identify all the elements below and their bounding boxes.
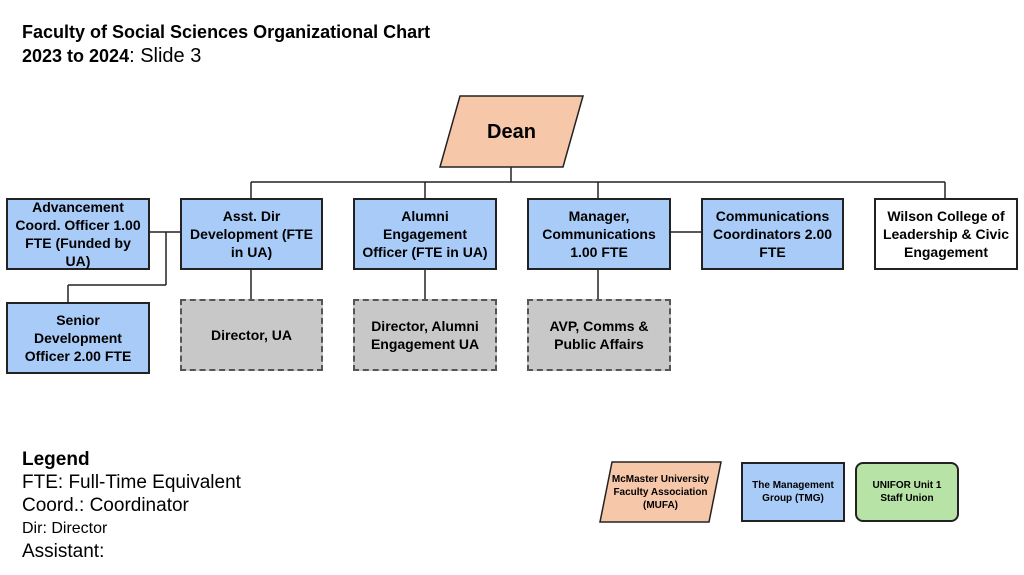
alumni-engagement-officer-label: Alumni Engagement Officer (FTE in UA)	[362, 208, 488, 260]
title-main: Faculty of Social Sciences Organizationa…	[22, 22, 431, 66]
legend: Legend FTE: Full-Time Equivalent Coord.:…	[22, 448, 342, 563]
senior-development-officer-box: Senior Development Officer 2.00 FTE	[6, 302, 150, 374]
director-alumni-engagement-box: Director, Alumni Engagement UA	[353, 299, 497, 371]
avp-comms-box: AVP, Comms & Public Affairs	[527, 299, 671, 371]
director-ua-label: Director, UA	[211, 327, 292, 343]
manager-communications-box: Manager, Communications 1.00 FTE	[527, 198, 671, 270]
dean-label: Dean	[487, 120, 536, 143]
asst-dir-development-label: Asst. Dir Development (FTE in UA)	[190, 208, 313, 260]
wilson-college-label: Wilson College of Leadership & Civic Eng…	[882, 208, 1010, 260]
director-alumni-engagement-label: Director, Alumni Engagement UA	[370, 318, 480, 352]
communications-coordinators-box: Communications Coordinators 2.00 FTE	[701, 198, 844, 270]
legend-line-dir: Dir: Director	[22, 520, 108, 537]
legend-line-assistant: Assistant:	[22, 541, 105, 562]
communications-coordinators-label: Communications Coordinators 2.00 FTE	[712, 208, 833, 260]
mufa-key-shape	[599, 461, 722, 523]
senior-development-officer-label: Senior Development Officer 2.00 FTE	[24, 312, 132, 364]
legend-line-fte: FTE: Full-Time Equivalent	[22, 472, 241, 493]
legend-key-tmg-label: The Management Group (TMG)	[752, 480, 834, 504]
legend-key-unifor-label: UNIFOR Unit 1 Staff Union	[872, 480, 942, 504]
page-title: Faculty of Social Sciences Organizationa…	[22, 20, 442, 68]
dean-shape	[439, 95, 584, 168]
manager-communications-label: Manager, Communications 1.00 FTE	[542, 208, 656, 260]
legend-key-mufa: McMaster University Faculty Association …	[600, 462, 721, 522]
wilson-college-box: Wilson College of Leadership & Civic Eng…	[874, 198, 1018, 270]
advancement-coord-officer-box: Advancement Coord. Officer 1.00 FTE (Fun…	[6, 198, 150, 270]
dean-box: Dean	[440, 96, 583, 167]
legend-key-mufa-label: McMaster University Faculty Association …	[611, 473, 710, 511]
title-slide-number: : Slide 3	[129, 45, 202, 67]
legend-line-coord: Coord.: Coordinator	[22, 495, 189, 516]
legend-key-unifor: UNIFOR Unit 1 Staff Union	[855, 462, 959, 522]
avp-comms-label: AVP, Comms & Public Affairs	[549, 318, 649, 352]
alumni-engagement-officer-box: Alumni Engagement Officer (FTE in UA)	[353, 198, 497, 270]
advancement-coord-officer-label: Advancement Coord. Officer 1.00 FTE (Fun…	[15, 199, 141, 269]
asst-dir-development-box: Asst. Dir Development (FTE in UA)	[180, 198, 323, 270]
legend-heading: Legend	[22, 449, 90, 470]
director-ua-box: Director, UA	[180, 299, 323, 371]
legend-key-tmg: The Management Group (TMG)	[741, 462, 845, 522]
